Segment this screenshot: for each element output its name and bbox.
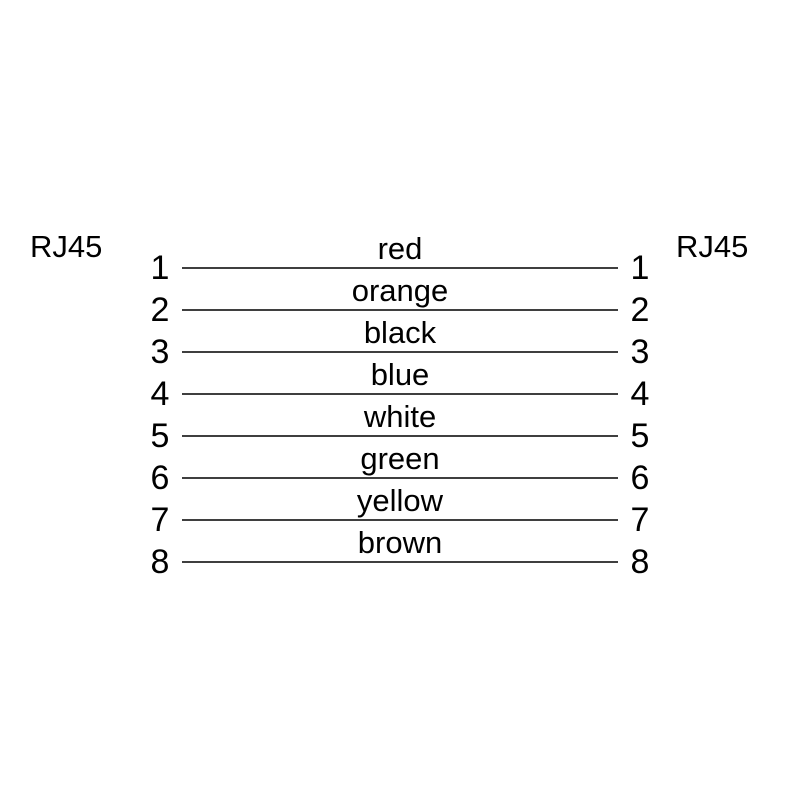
pin-number-right: 1 [630, 249, 650, 287]
wire-row: 3 black 3 [0, 314, 800, 371]
wire-color-label: white [363, 399, 437, 434]
wire-color-label: green [360, 441, 440, 476]
wire-color-label: blue [370, 357, 430, 392]
wire-line [182, 519, 618, 521]
pin-number-right: 5 [630, 417, 650, 455]
pin-number-left: 8 [150, 543, 170, 581]
wire-line [182, 351, 618, 353]
pin-number-right: 3 [630, 333, 650, 371]
pin-number-right: 6 [630, 459, 650, 497]
wire-row: 6 green 6 [0, 440, 800, 497]
wire-row: 7 yellow 7 [0, 482, 800, 539]
wire-color-label: red [377, 231, 423, 266]
pin-number-left: 1 [150, 249, 170, 287]
pin-number-left: 4 [150, 375, 170, 413]
wire-line [182, 309, 618, 311]
pin-number-left: 7 [150, 501, 170, 539]
wire-color-label: yellow [356, 483, 444, 518]
wire-rows: 1 red 1 2 orange 2 3 black 3 4 blue 4 5 … [0, 230, 800, 581]
pin-number-right: 4 [630, 375, 650, 413]
pin-number-left: 3 [150, 333, 170, 371]
wire-line [182, 393, 618, 395]
wire-color-label: black [363, 315, 437, 350]
wire-line [182, 435, 618, 437]
wire-row: 4 blue 4 [0, 356, 800, 413]
pin-number-right: 8 [630, 543, 650, 581]
wire-line [182, 477, 618, 479]
pin-number-left: 6 [150, 459, 170, 497]
pin-number-right: 2 [630, 291, 650, 329]
right-connector-label: RJ45 [676, 229, 749, 264]
pin-number-right: 7 [630, 501, 650, 539]
left-connector-label: RJ45 [30, 229, 103, 264]
pin-number-left: 2 [150, 291, 170, 329]
wire-line [182, 561, 618, 563]
wire-row: 1 red 1 [0, 230, 800, 287]
wire-line [182, 267, 618, 269]
wire-row: 5 white 5 [0, 398, 800, 455]
wire-row: 8 brown 8 [0, 524, 800, 581]
wire-color-label: brown [357, 525, 443, 560]
pin-number-left: 5 [150, 417, 170, 455]
wire-color-label: orange [351, 273, 449, 308]
wire-row: 2 orange 2 [0, 272, 800, 329]
